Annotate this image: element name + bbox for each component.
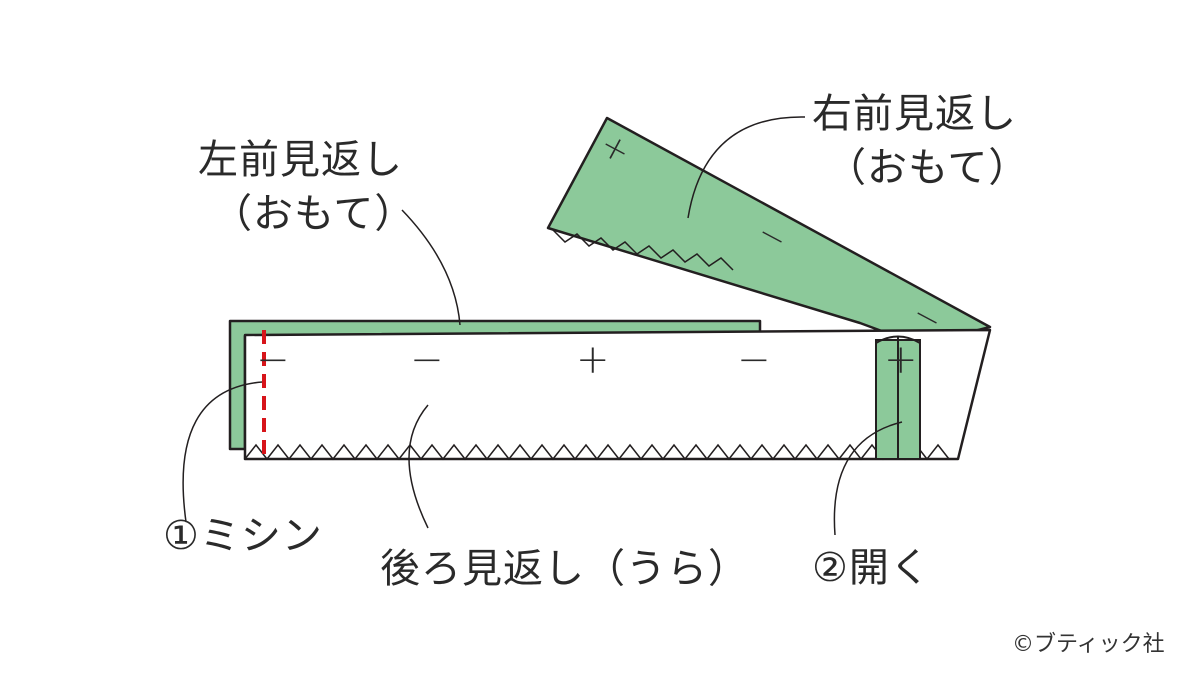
leader-line-step2 [833,421,903,536]
mark-dash-back-3: − [737,337,772,383]
leader-line-back-facing [408,404,429,529]
label-right-front-facing-line1: 右前見返し [812,91,1017,137]
leader-line-right-front [687,116,806,219]
label-step2-open: ②開く [812,545,931,591]
label-step1-machine-stitch: ①ミシン [163,513,323,559]
mark-cross-back: + [576,337,611,383]
mark-dash-back-2: − [410,337,445,383]
label-back-facing: 後ろ見返し（うら） [380,546,749,592]
back-facing-panel [243,328,992,461]
opened-seam-top [875,335,921,344]
mark-dash-back-1: − [256,337,291,383]
label-right-front-facing-line2: （おもて） [826,145,1030,191]
leader-line-left-front [401,209,461,326]
label-left-front-facing-line1: 左前見返し [198,137,403,183]
back-facing-zigzag [244,443,950,461]
label-left-front-facing-line2: （おもて） [212,191,416,237]
mark-cross-seam: + [884,337,919,383]
copyright-text: ©ブティック社 [1012,632,1165,657]
leader-line-step1 [182,381,263,523]
right-front-facing-zigzag [552,229,734,271]
